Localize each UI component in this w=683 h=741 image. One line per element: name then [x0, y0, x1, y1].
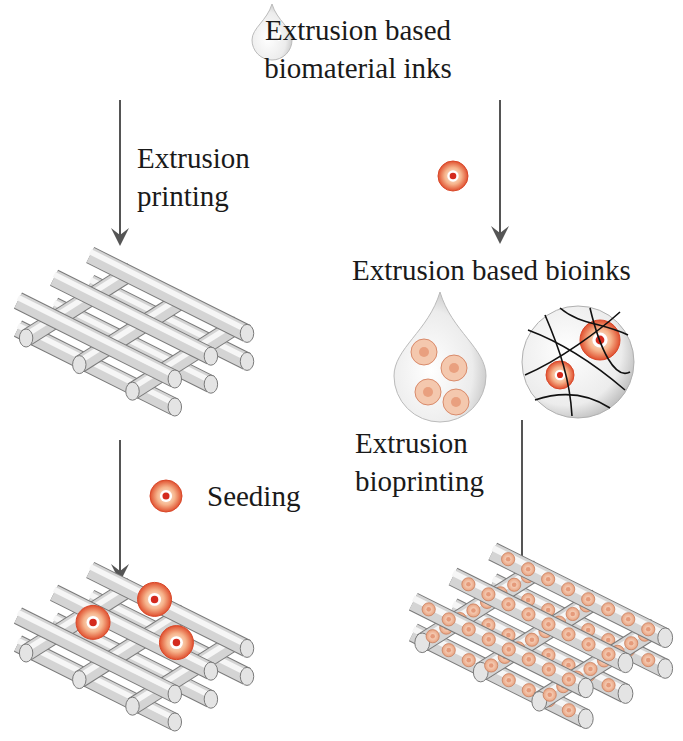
- cell: [562, 704, 575, 717]
- step-label: Extrusion bioprinting: [355, 425, 513, 500]
- printed-scaffold: [18, 252, 254, 416]
- scaffold-strand: [18, 297, 182, 388]
- cell: [462, 623, 475, 636]
- cell: [138, 582, 172, 616]
- step-label: Extrusion printing: [137, 140, 267, 215]
- cell: [625, 637, 638, 650]
- cell: [562, 583, 575, 596]
- cell: [467, 604, 480, 617]
- cell: [562, 628, 575, 641]
- bioink-droplet: [394, 292, 486, 422]
- scaffold-strand: [413, 598, 593, 698]
- cell: [542, 663, 555, 676]
- flow-arrow: [491, 100, 509, 244]
- step-label: Seeding: [207, 478, 337, 516]
- ink-droplet: [394, 292, 486, 422]
- cell: [543, 688, 556, 701]
- cell: [502, 598, 515, 611]
- ink-label: Extrusion based biomaterial inks: [240, 12, 476, 87]
- cell: [602, 648, 615, 661]
- cell: [582, 638, 595, 651]
- cell: [546, 361, 574, 389]
- printed-scaffold: [18, 567, 254, 731]
- cell: [485, 659, 498, 672]
- cell: [159, 626, 193, 660]
- cell: [584, 662, 597, 675]
- cell: [525, 633, 538, 646]
- cell: [76, 605, 110, 639]
- cell: [502, 674, 515, 687]
- cell: [462, 654, 475, 667]
- cell: [442, 644, 455, 657]
- hydrogel-sphere: [522, 306, 634, 418]
- ink-label: Extrusion based bioinks: [352, 252, 677, 290]
- cell: [642, 653, 655, 666]
- cell: [482, 633, 495, 646]
- cell: [462, 578, 475, 591]
- cell: [426, 630, 439, 643]
- cell: [482, 588, 495, 601]
- cell: [542, 618, 555, 631]
- printed-scaffold: [413, 548, 672, 729]
- flow-arrow: [111, 100, 129, 246]
- cell: [522, 608, 535, 621]
- flow-arrow: [111, 440, 129, 582]
- cell: [442, 613, 455, 626]
- cell: [582, 593, 595, 606]
- cell: [522, 653, 535, 666]
- cell: [438, 161, 468, 191]
- cell: [562, 673, 575, 686]
- cell: [602, 603, 615, 616]
- scaffold-strand: [90, 567, 254, 658]
- cell: [622, 613, 635, 626]
- cell: [566, 607, 579, 620]
- cell: [522, 563, 535, 576]
- cell: [502, 643, 515, 656]
- cell: [150, 480, 182, 512]
- cell: [642, 623, 655, 636]
- cell: [508, 578, 521, 591]
- cell: [542, 573, 555, 586]
- cell: [602, 679, 615, 692]
- cell: [422, 603, 435, 616]
- cell: [502, 553, 515, 566]
